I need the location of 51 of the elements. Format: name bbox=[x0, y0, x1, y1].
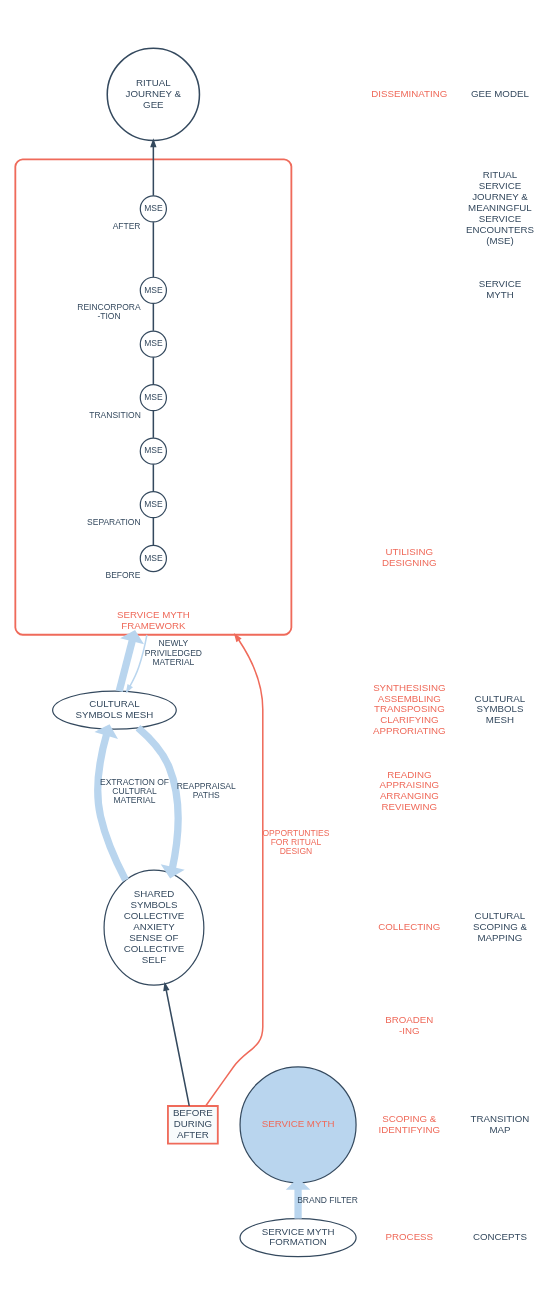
connector bbox=[152, 463, 155, 492]
label: SYNTHESISING ASSEMBLING TRANSPOSING CLARIFYING APPRORIATING bbox=[372, 681, 446, 736]
label: COLLECTING bbox=[378, 920, 441, 932]
label: BROADEN -ING bbox=[385, 1013, 434, 1036]
edge-label: BRAND FILTER bbox=[297, 1194, 358, 1205]
arrow bbox=[163, 981, 190, 1107]
edge-label: EXTRACTION OF CULTURAL MATERIAL bbox=[100, 776, 169, 805]
label: UTILISING DESIGNING bbox=[382, 545, 437, 568]
label: CULTURAL SYMBOLS MESH bbox=[474, 692, 526, 725]
label: GEE MODEL bbox=[471, 87, 529, 99]
label: RITUAL SERVICE JOURNEY & MEANINGFUL SERVICE ENCOUNTERS (MSE) bbox=[465, 168, 534, 246]
arrow bbox=[115, 629, 145, 692]
connector bbox=[152, 302, 155, 332]
connector bbox=[152, 220, 155, 278]
label: TRANSITION MAP bbox=[470, 1112, 530, 1135]
label: READING APPRAISING ARRANGING REVIEWING bbox=[379, 768, 440, 812]
node-label: TRANSITION bbox=[89, 409, 141, 420]
label: SCOPING & IDENTIFYING bbox=[378, 1112, 441, 1135]
node-circle: SERVICE MYTH bbox=[239, 1065, 357, 1183]
edge-label: NEWLY PRIVILEDGED MATERIAL bbox=[144, 637, 202, 667]
label: PROCESS bbox=[385, 1230, 434, 1242]
node-label: SEPARATION bbox=[87, 516, 141, 527]
node-ellipse: CULTURAL SYMBOLS MESH bbox=[52, 690, 177, 730]
arrow bbox=[94, 723, 129, 882]
node-label: REINCORPORA -TION bbox=[77, 301, 141, 321]
connector bbox=[152, 409, 155, 439]
edge-label: OPPORTUNTIES FOR RITUAL DESIGN bbox=[262, 827, 330, 856]
node-circle: MSE bbox=[139, 329, 168, 358]
node-circle: MSE bbox=[139, 436, 168, 465]
connector bbox=[152, 516, 155, 546]
arrow bbox=[135, 724, 185, 878]
node-circle: MSE bbox=[139, 544, 168, 572]
node-circle: MSE bbox=[139, 194, 168, 222]
node-label: BEFORE bbox=[105, 569, 141, 580]
arrow bbox=[205, 632, 264, 1107]
node-ellipse: SERVICE MYTH FORMATION bbox=[239, 1217, 357, 1257]
node-box: BEFORE DURING AFTER bbox=[167, 1104, 219, 1145]
arrow bbox=[125, 633, 148, 693]
node-ellipse: SHARED SYMBOLS COLLECTIVE ANXIETY SENSE OF COLLECTIVE SELF bbox=[103, 869, 205, 986]
node-circle: MSE bbox=[139, 276, 168, 304]
node-circle: RITUAL JOURNEY & GEE bbox=[106, 47, 201, 141]
label: DISSEMINATING bbox=[371, 87, 448, 99]
arrow bbox=[150, 137, 157, 196]
node-circle: MSE bbox=[139, 383, 168, 411]
connector bbox=[152, 356, 155, 385]
label: SERVICE MYTH bbox=[478, 277, 522, 300]
node-circle: MSE bbox=[139, 490, 168, 518]
label: CULTURAL SCOPING & MAPPING bbox=[472, 909, 527, 943]
label: CONCEPTS bbox=[472, 1230, 527, 1242]
edge-label: REAPPRAISAL PATHS bbox=[176, 780, 236, 800]
node-label: AFTER bbox=[112, 220, 141, 231]
